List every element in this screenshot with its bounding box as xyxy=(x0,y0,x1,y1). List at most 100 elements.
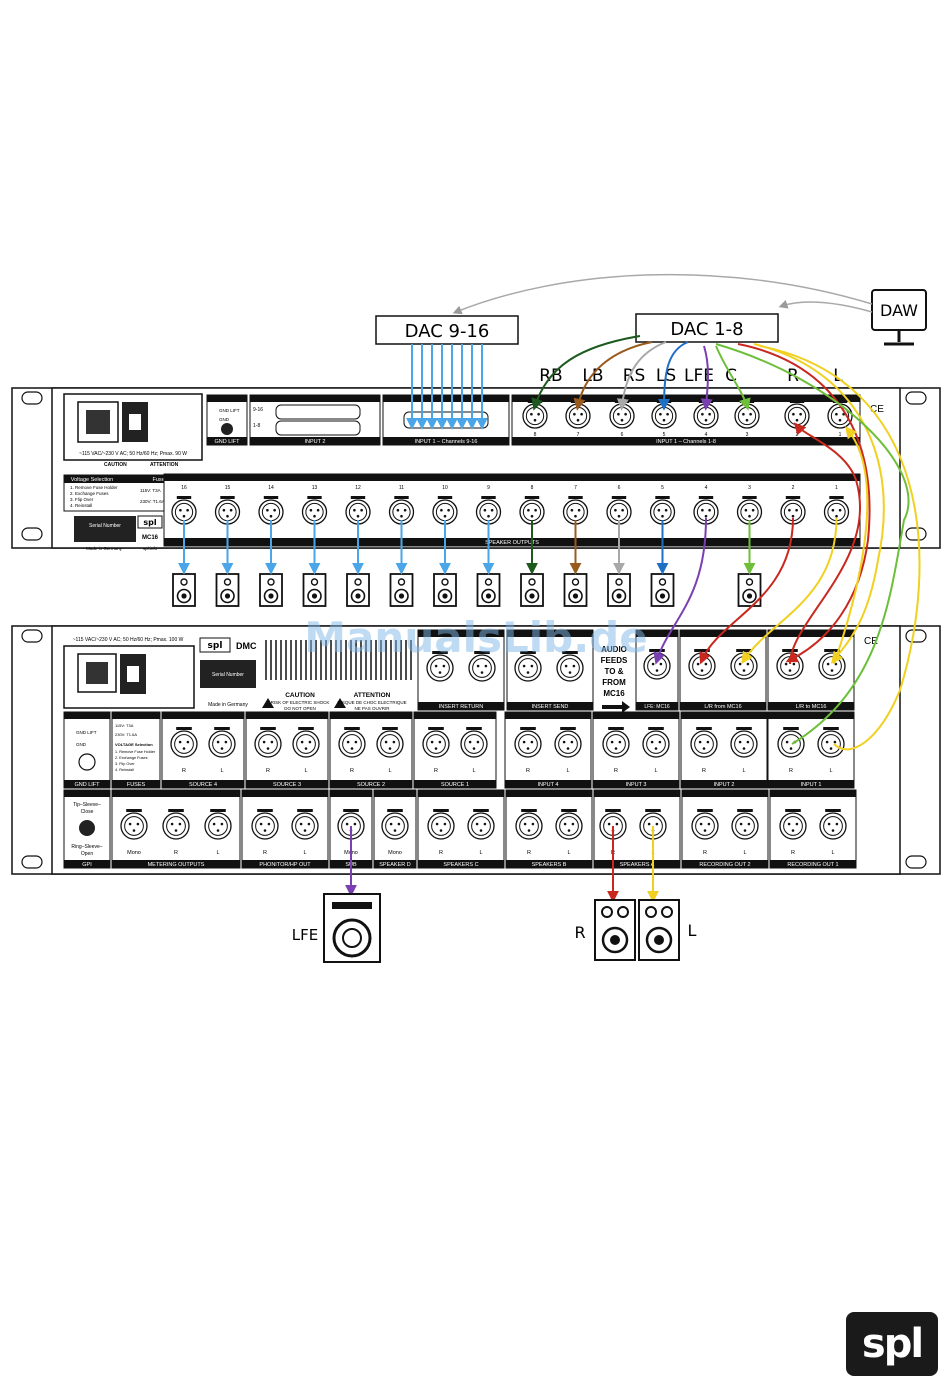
dmc-input-2-title: INPUT 2 xyxy=(714,782,735,788)
jack-number: 11 xyxy=(399,485,404,491)
dmc-metering-outputs-xlr[interactable] xyxy=(204,809,232,840)
dmc-input-xlr-r[interactable] xyxy=(602,727,630,758)
audio-feeds-line-2: FEEDS xyxy=(601,656,628,665)
dmc-top-xlr[interactable] xyxy=(468,651,496,682)
channel-letter: L xyxy=(479,850,482,856)
dmc-source-xlr-r[interactable] xyxy=(170,727,198,758)
channel-letter: Mono xyxy=(127,850,141,856)
cable-lb xyxy=(573,341,653,411)
jack-number: 1 xyxy=(835,485,838,491)
cable-c xyxy=(715,345,751,411)
jack-number: 15 xyxy=(225,485,231,491)
mc16-output-xlr[interactable] xyxy=(345,496,371,525)
dmc-source-xlr-l[interactable] xyxy=(376,727,404,758)
mc16-brand-logo: spl xyxy=(143,518,156,527)
mc16-output-xlr[interactable] xyxy=(432,496,458,525)
dmc-recording-out-1-xlr[interactable] xyxy=(819,809,847,840)
mc16-gnd-lift-option: GND LIFT xyxy=(219,408,240,413)
dmc-source-xlr-r[interactable] xyxy=(254,727,282,758)
dmc-speaker-d-xlr[interactable] xyxy=(381,809,409,840)
mc16-output-xlr[interactable] xyxy=(258,496,284,525)
dmc-speaker-d-title: SPEAKER D xyxy=(379,862,411,868)
dmc-source-xlr-r[interactable] xyxy=(338,727,366,758)
channel-letter: L xyxy=(654,768,657,774)
speaker-icon xyxy=(650,573,675,607)
dmc-input-xlr-l[interactable] xyxy=(642,727,670,758)
mc16-output-xlr[interactable] xyxy=(475,496,502,525)
dmc-recording-out-1-xlr[interactable] xyxy=(779,809,807,840)
dmc-lfe-mc16-title: LFE: MC16 xyxy=(644,704,670,710)
mc16-power-inlet: ~115 VAC/~230 V AC; 50 Hz/60 Hz; Pmax. 9… xyxy=(63,393,203,468)
dmc-input-xlr-r[interactable] xyxy=(514,727,542,758)
dmc-metering-outputs-xlr[interactable] xyxy=(120,809,148,840)
mc16-input-2-title: INPUT 2 xyxy=(305,439,326,445)
dmc-input-xlr-l[interactable] xyxy=(554,727,582,758)
speaker-icon xyxy=(433,573,457,607)
mc16-output-xlr[interactable] xyxy=(823,496,850,525)
jack-number: 5 xyxy=(663,432,666,438)
dmc-input-xlr-r[interactable] xyxy=(777,727,805,758)
dmc-metering-outputs-xlr[interactable] xyxy=(162,809,190,840)
mc16-caution: CAUTION xyxy=(104,462,127,468)
dsub-connector[interactable] xyxy=(275,404,361,420)
dmc-gnd-option: GND xyxy=(76,742,87,747)
dmc-speakers-c-xlr[interactable] xyxy=(467,809,495,840)
dmc-recording-out-2-xlr[interactable] xyxy=(731,809,759,840)
dmc-audio-feeds-note: AUDIO FEEDS TO & FROM MC16 xyxy=(601,645,630,713)
dmc-gnd-lift-title: GND LIFT xyxy=(74,782,100,788)
channel-letter: R xyxy=(703,850,707,856)
mc16-output-xlr[interactable] xyxy=(301,496,328,525)
dmc-top-xlr[interactable] xyxy=(426,651,454,682)
dmc-input-xlr-l[interactable] xyxy=(730,727,758,758)
dmc-gpi-jack[interactable] xyxy=(79,820,95,836)
dmc-ce-mark: CE xyxy=(864,636,878,647)
dmc-phonitor-out-xlr[interactable] xyxy=(291,809,319,840)
dmc-speakers-c-xlr[interactable] xyxy=(427,809,455,840)
dmc-recording-out-2-xlr[interactable] xyxy=(691,809,719,840)
mc16-output-xlr[interactable] xyxy=(780,496,806,525)
channel-letter: L xyxy=(304,768,307,774)
mc16-web: spl.info xyxy=(143,546,158,551)
dsub-connector[interactable] xyxy=(275,420,361,436)
dmc-source-xlr-l[interactable] xyxy=(292,727,320,758)
dmc-gpi-open: Open xyxy=(81,851,93,857)
speaker-l: L xyxy=(638,899,697,961)
mc16-output-xlr[interactable] xyxy=(388,496,415,525)
jack-number: 8 xyxy=(534,432,537,438)
dmc-gnd-lift-switch[interactable] xyxy=(78,753,96,771)
mc16-rack: ~115 VAC/~230 V AC; 50 Hz/60 Hz; Pmax. 9… xyxy=(11,387,941,551)
dmc-speakers-b-xlr[interactable] xyxy=(515,809,543,840)
mc16-output-xlr[interactable] xyxy=(649,496,676,525)
jack-number: 7 xyxy=(574,485,577,491)
dmc-source-xlr-r[interactable] xyxy=(422,727,450,758)
dmc-source-xlr-l[interactable] xyxy=(208,727,236,758)
dmc-top-xlr[interactable] xyxy=(514,651,542,682)
jack-number: 5 xyxy=(661,485,664,491)
speaker-icon xyxy=(215,573,240,607)
dmc-source-xlr-l[interactable] xyxy=(460,727,488,758)
mc16-made-in: Made in Germany xyxy=(86,546,123,551)
dmc-phonitor-out-xlr[interactable] xyxy=(251,809,279,840)
dmc-input-xlr-r[interactable] xyxy=(690,727,718,758)
dmc-gpi-ring: Ring–Sleeve– xyxy=(71,844,102,850)
mc16-output-xlr[interactable] xyxy=(519,496,545,525)
dmc-input-xlr-l[interactable] xyxy=(817,727,845,758)
jack-number: 13 xyxy=(312,485,318,491)
mc16-gnd-lift-switch[interactable] xyxy=(221,423,233,435)
dmc-gnd-lift: GND LIFT GND LIFT GND xyxy=(63,711,111,789)
channel-letter: R xyxy=(527,850,531,856)
dmc-attention-title: ATTENTION xyxy=(354,692,391,699)
mc16-power-spec: ~115 VAC/~230 V AC; 50 Hz/60 Hz; Pmax. 9… xyxy=(79,451,187,457)
dmc-speakers-b-xlr[interactable] xyxy=(555,809,583,840)
dmc-recording-out-2-title: RECORDING OUT 2 xyxy=(699,862,750,868)
jack-number: 4 xyxy=(705,432,708,438)
dac-9-16-label: DAC 9-16 xyxy=(405,321,490,342)
jack-number: 3 xyxy=(748,485,751,491)
dsub-connector[interactable] xyxy=(403,411,489,429)
dmc-input-1-title: INPUT 1 xyxy=(801,782,822,788)
dmc-top-xlr[interactable] xyxy=(556,651,584,682)
mc16-input-xlr[interactable] xyxy=(784,400,810,429)
speaker-icon xyxy=(172,573,196,607)
dac-l-to-dmc xyxy=(753,343,885,664)
